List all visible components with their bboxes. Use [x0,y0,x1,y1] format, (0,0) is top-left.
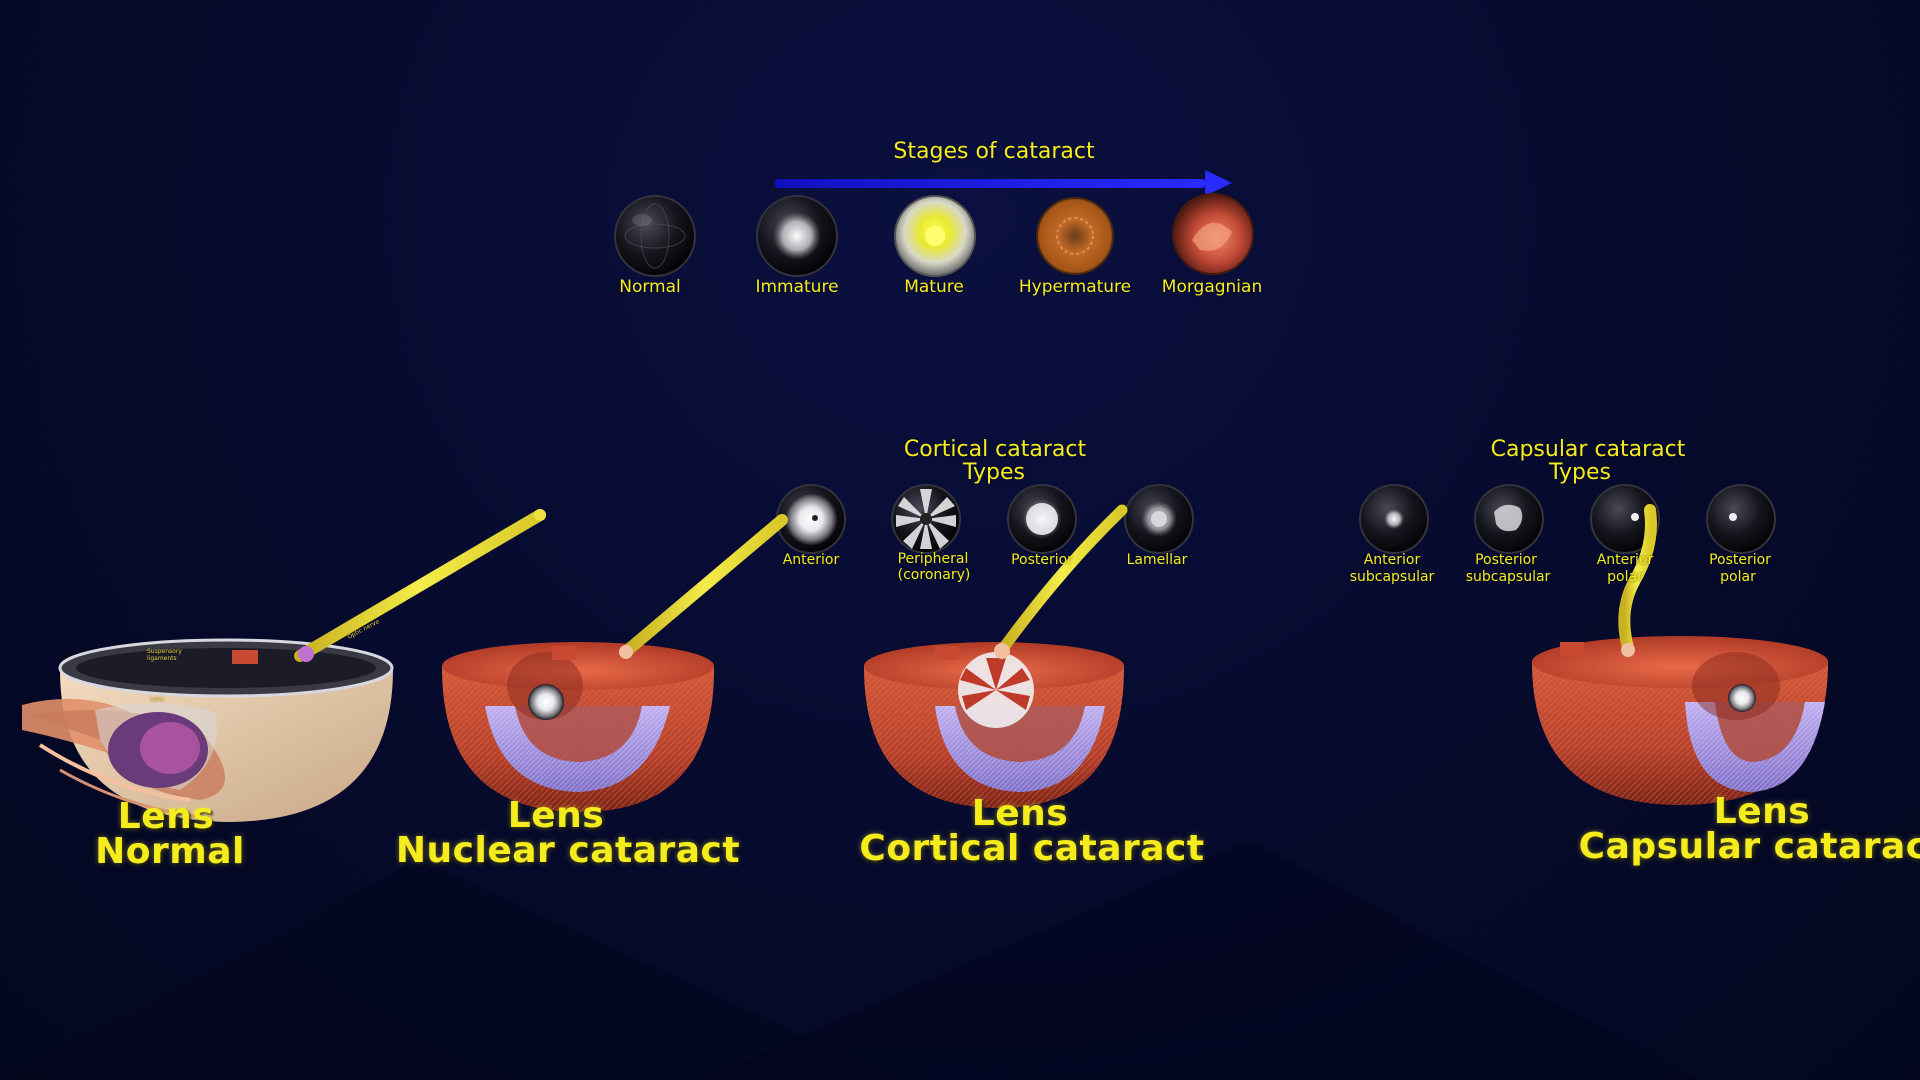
model-normal-eye [22,509,546,822]
model-cortical-line1: Lens [971,793,1069,834]
model-normal-line1: Lens [117,796,215,837]
stages-title: Stages of cataract [893,139,1095,164]
capsular-title-line1: Capsular cataract [1490,437,1686,462]
capsular-label-post-sub-line2: subcapsular [1465,569,1551,585]
cortical-title-line2: Types [963,460,1025,485]
model-nuclear-eye [442,514,788,812]
stage-label-hypermature: Hypermature [1018,277,1132,297]
model-capsular-eye [1532,504,1828,805]
cortical-label-posterior: Posterior [1011,552,1073,568]
cortical-ball-anterior [776,484,846,554]
model-cortical-eye [864,504,1128,808]
stage-ball-morgagnian [1172,193,1254,275]
stage-label-mature: Mature [904,277,964,297]
stages-arrow [775,170,1232,196]
cortical-ball-lamellar [1124,484,1194,554]
stage-ball-immature [756,195,838,277]
capsular-title-line2: Types [1549,460,1611,485]
model-nuclear-line2: Nuclear cataract [395,830,741,871]
model-normal-line2: Normal [95,831,245,872]
cortical-ball-posterior [1007,484,1077,554]
capsular-label-ant-sub-line2: subcapsular [1349,569,1435,585]
normal-tiny-suspensory: Suspensory ligaments [147,648,182,662]
cortical-title-line1: Cortical cataract [903,437,1087,462]
stage-label-normal: Normal [619,277,681,297]
model-cortical-line2: Cortical cataract [859,828,1205,869]
capsular-label-post-polar-line2: polar [1720,569,1756,585]
stage-ball-mature [894,195,976,277]
capsular-ball-posterior-subcapsular [1474,484,1544,554]
cortical-ball-peripheral [891,484,961,554]
model-capsular-line1: Lens [1713,791,1811,832]
cortical-label-peripheral-line1: Peripheral [897,551,969,567]
stage-ball-normal [614,195,696,277]
capsular-ball-posterior-polar [1706,484,1776,554]
model-nuclear-line1: Lens [507,795,605,836]
cortical-label-anterior: Anterior [782,552,840,568]
stage-label-immature: Immature [755,277,839,297]
capsular-ball-anterior-subcapsular [1359,484,1429,554]
model-capsular-line2: Capsular cataract [1578,826,1920,867]
capsular-label-ant-polar-line2: polar [1607,569,1643,585]
capsular-label-post-sub-line1: Posterior [1475,552,1537,568]
capsular-ball-anterior-polar [1590,484,1660,554]
normal-tiny-lens: Lens [150,696,164,703]
cortical-label-lamellar: Lamellar [1126,552,1188,568]
capsular-label-ant-polar-line1: Anterior [1596,552,1654,568]
stage-label-morgagnian: Morgagnian [1161,277,1263,297]
stage-ball-hypermature [1036,197,1114,275]
capsular-label-ant-sub-line1: Anterior [1363,552,1421,568]
capsular-label-post-polar-line1: Posterior [1709,552,1771,568]
cortical-label-peripheral-line2: (coronary) [897,567,971,583]
